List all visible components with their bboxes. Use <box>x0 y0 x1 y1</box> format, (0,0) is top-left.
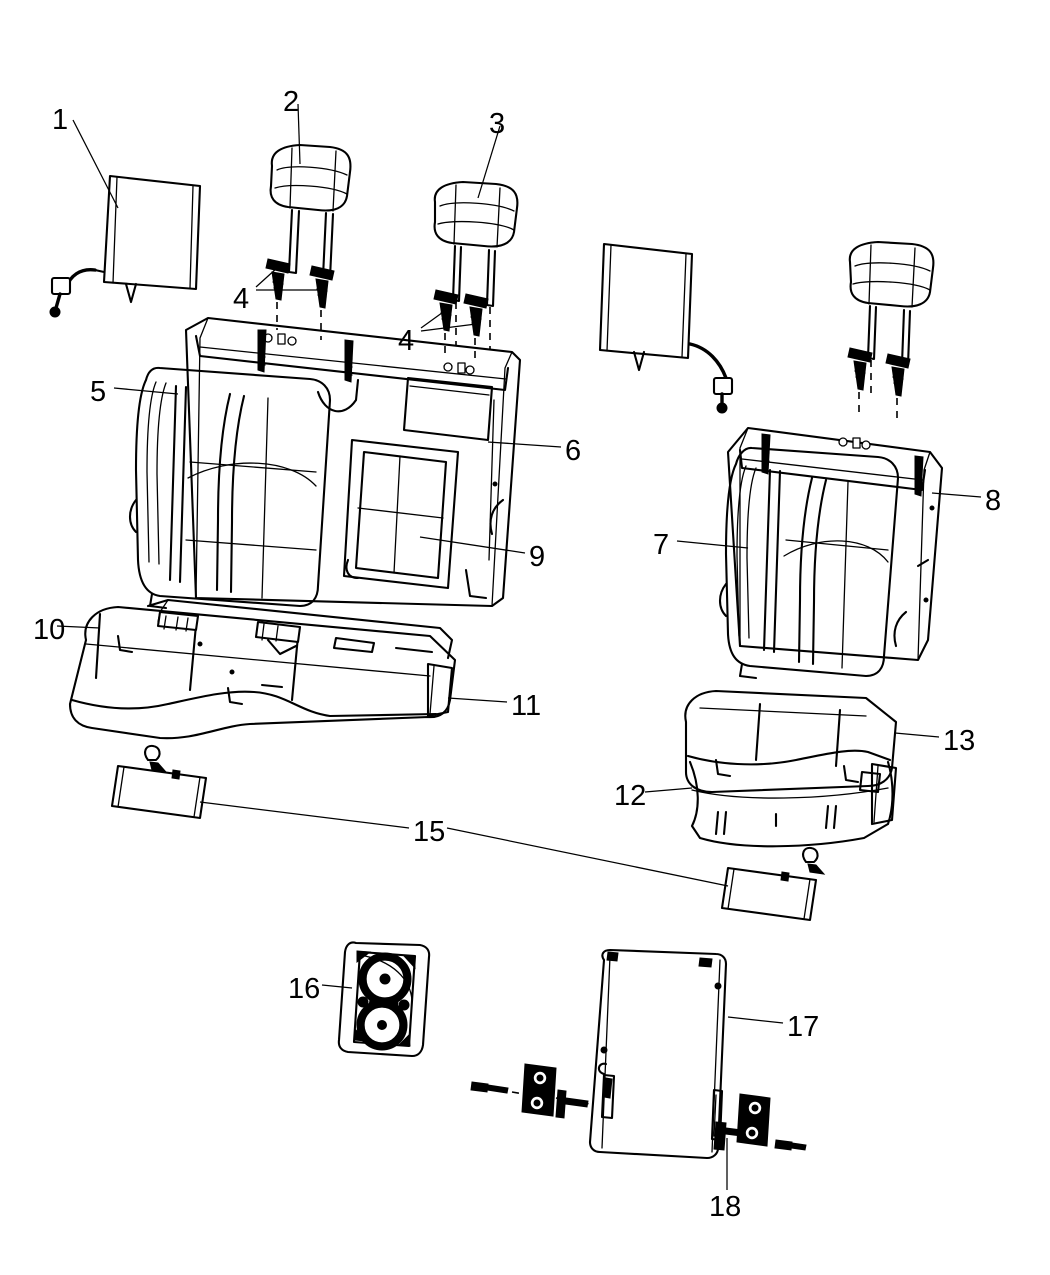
callout-number-1: 1 <box>52 104 69 136</box>
callout-number-4b: 4 <box>398 325 415 357</box>
part-4-screws-right <box>847 347 911 420</box>
callout-number-3: 3 <box>489 108 506 140</box>
callout-number-6: 6 <box>565 435 582 467</box>
leader-lines <box>56 103 982 1190</box>
part-16-speaker <box>337 941 431 1058</box>
callout-number-8: 8 <box>985 485 1002 517</box>
part-3-headrest-center <box>433 180 519 350</box>
part-4-screws-center <box>433 289 489 362</box>
callout-number-4a: 4 <box>233 283 250 315</box>
part-10-11-seat-cushion-60 <box>68 598 457 740</box>
callout-number-15: 15 <box>413 816 446 848</box>
callout-number-13: 13 <box>943 725 976 757</box>
callout-number-5: 5 <box>90 376 107 408</box>
part-1-left-trim-panel <box>49 174 202 318</box>
callout-number-17: 17 <box>787 1011 820 1043</box>
part-18-hinge-hardware-right <box>713 1093 807 1151</box>
part-2-headrest-left <box>269 143 352 280</box>
callout-number-7: 7 <box>653 529 670 561</box>
part-15-hinge-cover-right <box>720 846 826 922</box>
callout-number-10: 10 <box>33 614 66 646</box>
callout-number-16: 16 <box>288 973 321 1005</box>
callout-number-18: 18 <box>709 1191 742 1223</box>
part-4-screws-left <box>265 258 335 340</box>
part-17-storage-panel <box>588 948 728 1160</box>
part-5-seatback-cover-60 <box>128 366 332 610</box>
callout-number-9: 9 <box>529 541 546 573</box>
callout-number-2: 2 <box>283 86 300 118</box>
part-8-seatback-frame-40 <box>726 426 944 662</box>
part-18-hinge-hardware-left <box>470 1063 591 1119</box>
part-6-seatback-frame-60 <box>184 316 522 608</box>
part-9-center-back-pad <box>342 438 460 590</box>
part-12-13-seat-cushion-40 <box>684 689 898 848</box>
part-1-right-trim-panel <box>598 242 734 414</box>
callout-number-11: 11 <box>511 690 542 722</box>
part-15-hinge-cover-left <box>110 744 208 820</box>
part-7-seatback-cover-40 <box>718 446 900 680</box>
callout-number-12: 12 <box>614 780 647 812</box>
